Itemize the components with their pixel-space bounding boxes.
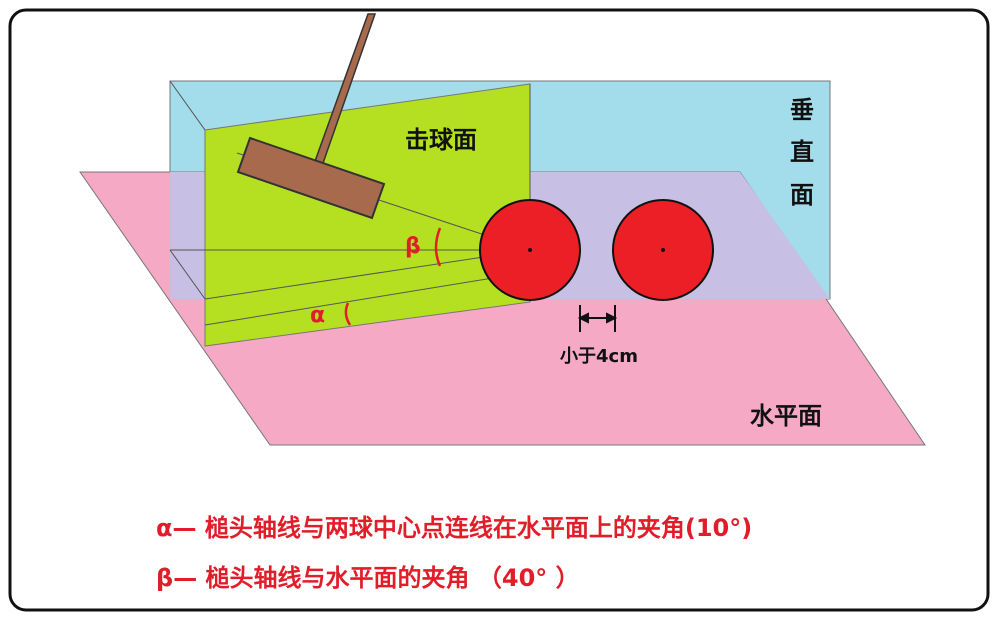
striking-plane-label: 击球面 bbox=[405, 126, 477, 154]
horizontal-plane-label: 水平面 bbox=[750, 402, 822, 430]
gap-dimension bbox=[577, 305, 618, 332]
alpha-label: α bbox=[310, 303, 325, 328]
beta-label: β bbox=[405, 234, 421, 259]
legend-alpha-text: — 槌头轴线与两球中心点连线在水平面上的夹角(10°) bbox=[172, 514, 753, 542]
mallet bbox=[236, 13, 386, 220]
mallet-head bbox=[236, 136, 386, 220]
ball-right-center bbox=[661, 248, 665, 252]
vertical-plane-label-2: 直 bbox=[790, 138, 814, 166]
balls bbox=[479, 199, 714, 301]
legend-beta: β— 槌头轴线与水平面的夹角 （40° ） bbox=[156, 558, 580, 593]
beta-arc bbox=[434, 227, 442, 267]
vertical-plane-label-1: 垂 bbox=[790, 96, 814, 124]
ball-left-center bbox=[528, 248, 532, 252]
gap-label: 小于4cm bbox=[560, 346, 638, 367]
legend-beta-symbol: β bbox=[156, 564, 174, 592]
legend-alpha-symbol: α bbox=[156, 514, 173, 542]
vertical-plane-label-3: 面 bbox=[790, 181, 814, 209]
legend-beta-text: — 槌头轴线与水平面的夹角 （40° ） bbox=[173, 564, 580, 592]
alpha-arc bbox=[344, 302, 352, 326]
legend-alpha: α— 槌头轴线与两球中心点连线在水平面上的夹角(10°) bbox=[156, 508, 752, 543]
